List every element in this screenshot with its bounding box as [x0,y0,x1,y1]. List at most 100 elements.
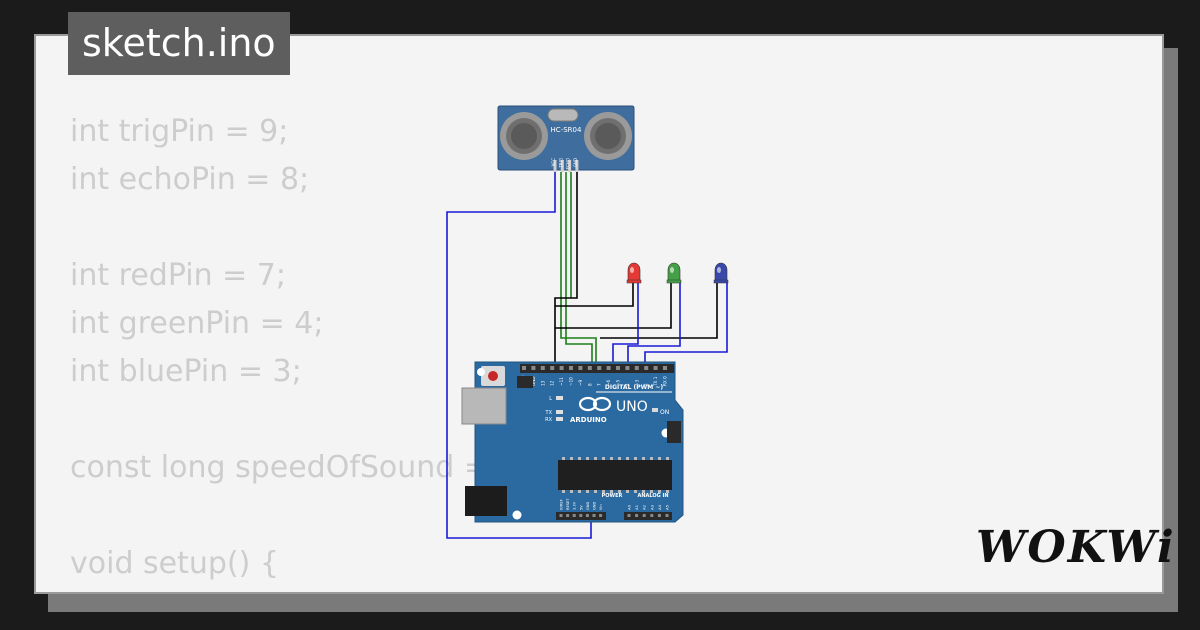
power-pin[interactable] [592,514,596,517]
mount-hole [512,510,522,520]
analog-pin-label: A0 [627,504,632,510]
led-green[interactable] [666,262,682,284]
analog-pin-label: A2 [642,504,647,510]
power-label: POWER [602,493,623,499]
wires [446,172,728,539]
sensor-pin-label: GND [573,158,578,167]
power-pin[interactable] [585,514,589,517]
analog-pin[interactable] [642,514,646,517]
digital-label: DIGITAL (PWM ~) [605,384,663,391]
analog-pin[interactable] [665,514,669,517]
analog-header [624,512,672,520]
analog-pin-label: A3 [649,504,654,510]
power-pin[interactable] [572,514,576,517]
atmega-chip [558,460,672,490]
header-pin-label: ~5 [616,379,621,386]
board-led-label: TX [545,410,553,416]
header-pin-label: 8 [587,383,592,386]
icsp-header [517,376,681,443]
code-line: const long speedOfSound = [70,450,499,485]
power-pin-label: Vin [599,504,603,510]
header-pin-label: ~11 [559,377,564,386]
digital-header [520,364,674,373]
power-pin-label: 5V [579,505,583,510]
power-pin[interactable] [579,514,583,517]
wire-red-anode [612,282,639,366]
sensor-pin[interactable] [575,160,579,172]
header-pin[interactable] [653,366,658,370]
header-pin[interactable] [559,366,564,370]
led-blue[interactable] [713,262,729,284]
power-pin[interactable] [599,514,603,517]
wokwi-logo: WOKWi [976,522,1176,573]
usb-port [461,387,507,425]
header-pin[interactable] [625,366,630,370]
analog-pin[interactable] [650,514,654,517]
header-pin[interactable] [531,366,536,370]
power-pin[interactable] [566,514,570,517]
header-pin[interactable] [540,366,545,370]
header-pin-label: 13 [540,380,545,386]
board-led-label: RX [545,417,552,423]
board-led [556,417,563,421]
power-pin-label: RESET [566,498,570,510]
code-block: int trigPin = 9; int echoPin = 8; int redP… [70,108,499,592]
code-line: int echoPin = 8; [70,162,310,197]
header-pin-label: 4 [625,383,630,386]
header-pin-label: ~3 [634,379,639,386]
header-pin[interactable] [578,366,583,370]
sensor-pin[interactable] [560,160,564,172]
header-pin-label: 7 [597,383,602,386]
header-pin[interactable] [663,366,667,370]
code-line: int trigPin = 9; [70,114,289,149]
header-pin[interactable] [550,366,555,370]
board-name: UNO [616,399,648,415]
header-pin-label: ~9 [578,379,583,386]
code-line: int redPin = 7; [70,258,287,293]
on-label: ON [660,409,669,416]
sensor-pin[interactable] [553,160,557,172]
sensor-pin-label: TRIG [558,158,563,169]
power-pin-label: GND [593,502,597,510]
header-pin-label: RX 0 [663,376,668,386]
header-pin-label: 12 [550,380,555,386]
sensor-pin-label: ECHO [566,158,571,169]
sensor-pin[interactable] [568,160,572,172]
header-pin-label: ~6 [606,379,611,386]
header-pin[interactable] [522,366,526,370]
header-pin[interactable] [569,366,573,370]
led-red[interactable] [626,262,642,284]
header-pin-label: 2 [644,383,649,386]
board-brand: ARDUINO [570,416,607,424]
wire-trig-b [565,172,593,366]
sensor-label: HC-SR04 [551,126,582,134]
board-led-label: L [549,396,552,402]
led-group [626,262,729,284]
wire-blue-cathode [600,282,718,339]
board-led [556,410,563,414]
board-led [556,396,563,400]
power-jack [465,486,507,516]
header-pin[interactable] [606,366,611,370]
analog-pin[interactable] [627,514,631,517]
file-title: sketch.ino [68,12,290,75]
wire-trig [560,172,597,366]
arduino-logo-icon [578,396,612,412]
analog-pin[interactable] [657,514,661,517]
analog-pin[interactable] [635,514,639,517]
header-pin[interactable] [587,366,592,370]
header-pin[interactable] [616,366,620,370]
power-pin-label: GND [586,502,590,510]
power-pin-label: IOREF [560,499,564,510]
header-pin[interactable] [634,366,639,370]
header-pin[interactable] [644,366,649,370]
wire-green-cathode [555,282,672,329]
code-line: void setup() { [70,546,279,581]
analog-pin-label: A4 [657,504,662,510]
header-pin[interactable] [597,366,602,370]
power-pin[interactable] [559,514,563,517]
analog-pin-label: A5 [665,504,670,510]
